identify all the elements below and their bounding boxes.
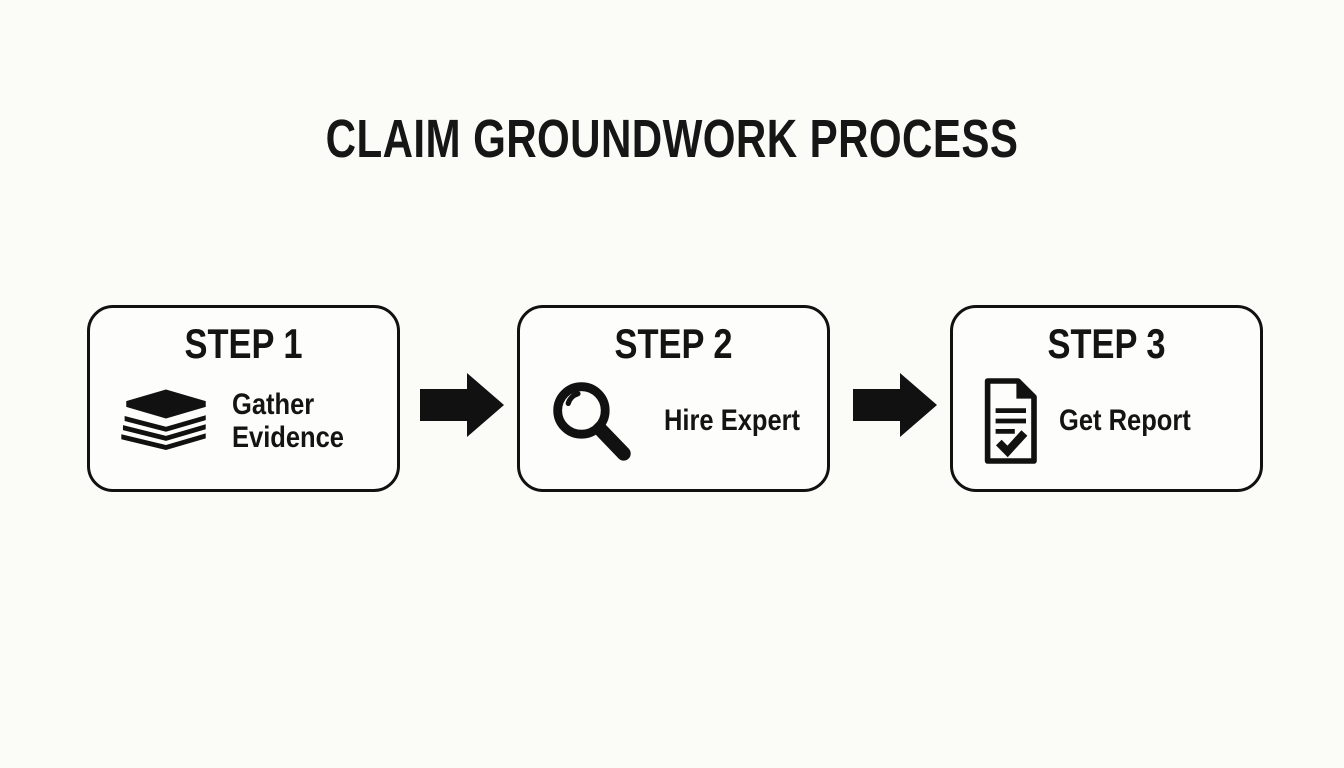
report-check-icon	[984, 378, 1037, 464]
step-1-body: Gather Evidence	[90, 367, 397, 489]
step-3-box: STEP 3 Get Report	[950, 305, 1263, 492]
step-3-label: STEP 3	[1047, 320, 1166, 367]
evidence-stack-icon	[121, 389, 206, 451]
arrow-right-icon	[853, 373, 937, 437]
step-2-label: STEP 2	[614, 320, 733, 367]
magnifier-icon	[553, 382, 631, 461]
step-3-text: Get Report	[1059, 404, 1191, 438]
step-3-body: Get Report	[953, 367, 1260, 489]
step-2-body: Hire Expert	[520, 367, 827, 489]
arrow-right-icon	[420, 373, 504, 437]
step-2-box: STEP 2 Hire Expert	[517, 305, 830, 492]
step-2-text: Hire Expert	[664, 404, 801, 438]
page-title: CLAIM GROUNDWORK PROCESS	[325, 109, 1019, 169]
step-1-text: Gather Evidence	[232, 387, 344, 455]
step-1-label: STEP 1	[184, 320, 303, 367]
step-1-box: STEP 1 Gather Evidence	[87, 305, 400, 492]
